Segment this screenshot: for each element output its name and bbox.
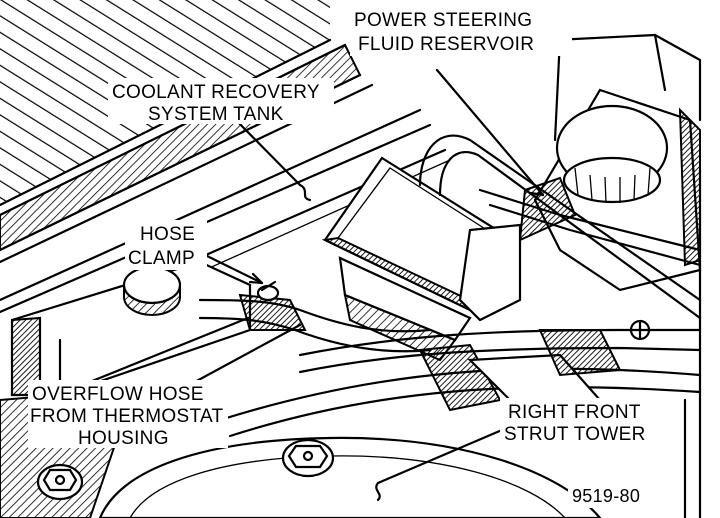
coolant-recovery-tank [10, 260, 252, 397]
label-coolant-tank-1: COOLANT RECOVERY [112, 82, 320, 103]
bolt-left [36, 463, 84, 501]
label-backgrounds [28, 4, 668, 508]
mounting-bolts [36, 438, 335, 501]
label-power-steering-2: FLUID RESERVOIR [358, 34, 534, 55]
leader-strut-tower [376, 428, 504, 485]
label-power-steering-1: POWER STEERING [354, 10, 532, 31]
bolt-center [281, 438, 335, 478]
label-coolant-tank-2: SYSTEM TANK [148, 104, 284, 125]
callout-labels: POWER STEERING FLUID RESERVOIR COOLANT R… [30, 10, 646, 506]
power-steering-reservoir [518, 33, 702, 292]
reservoir-lid [321, 156, 502, 362]
label-overflow-hose-2: FROM THERMOSTAT [30, 406, 224, 427]
label-overflow-hose-1: OVERFLOW HOSE [32, 384, 204, 405]
label-strut-tower-1: RIGHT FRONT [508, 402, 641, 423]
leader-overflow-hose-2 [178, 323, 302, 392]
hose-clamp [256, 284, 280, 302]
label-strut-tower-2: STRUT TOWER [504, 424, 646, 445]
leader-lines [68, 68, 545, 502]
label-hose-clamp-1: HOSE [140, 224, 195, 245]
leader-overflow-hose-1 [68, 316, 250, 392]
label-overflow-hose-3: HOUSING [78, 428, 169, 449]
figure-number: 9519-80 [572, 486, 640, 506]
leader-hose-clamp [203, 253, 264, 285]
strut-bracket [418, 223, 651, 412]
label-hose-clamp-2: CLAMP [128, 248, 195, 269]
leader-coolant-tank [226, 110, 302, 187]
leader-power-steering [435, 68, 545, 197]
